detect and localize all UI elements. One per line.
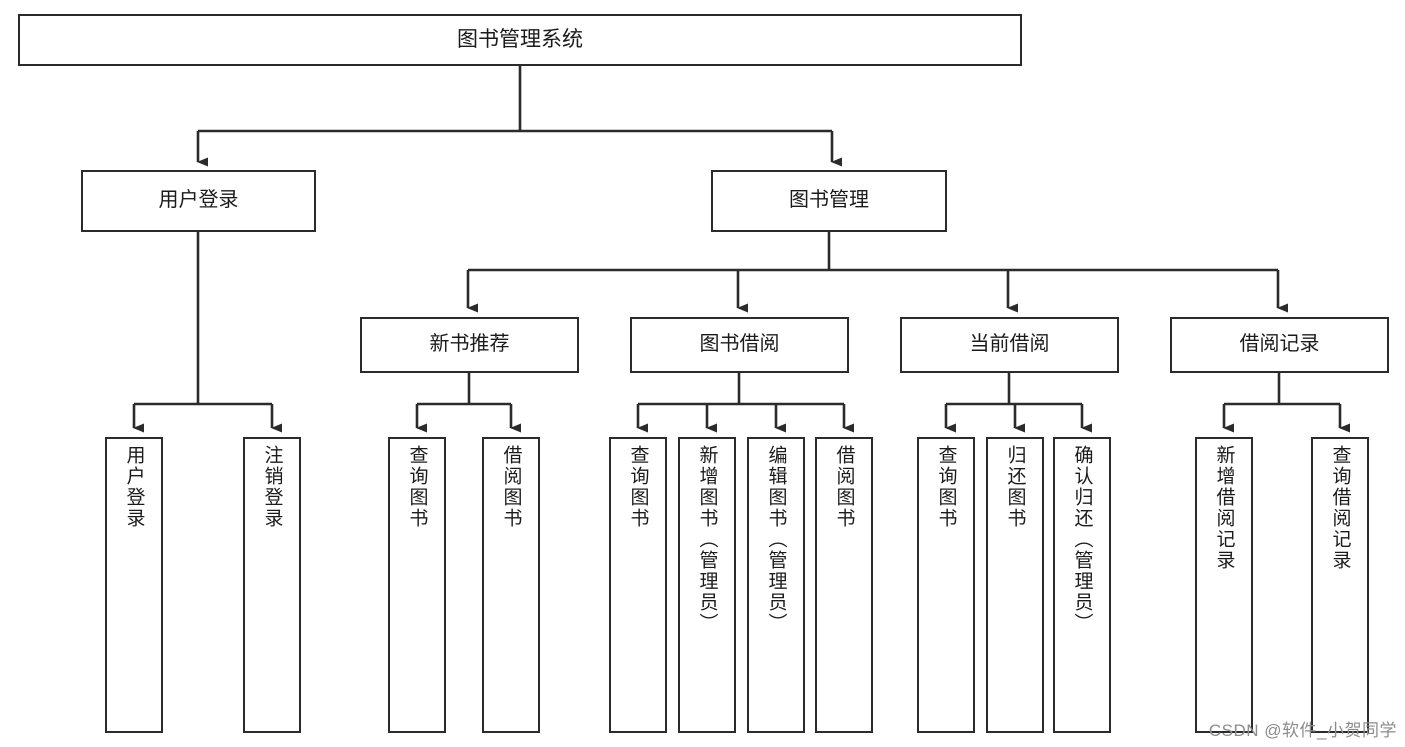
node-label: 借阅图书 [833, 445, 855, 529]
node-label: 查询图书 [935, 445, 957, 529]
node-label: 图书管理系统 [457, 27, 583, 51]
leaf-recommend-query-book[interactable]: 查询图书 [388, 437, 446, 733]
node-label: 查询借阅记录 [1329, 445, 1351, 571]
leaf-current-confirm-return-admin[interactable]: 确认归还（管理员） [1053, 437, 1111, 733]
node-label: 编辑图书（管理员） [765, 445, 787, 634]
watermark-text: CSDN @软件_小贺同学 [1208, 721, 1397, 740]
node-label: 当前借阅 [969, 333, 1050, 356]
leaf-borrow-add-book-admin[interactable]: 新增图书（管理员） [678, 437, 736, 733]
node-label: 用户登录 [158, 189, 239, 212]
node-label: 图书管理 [789, 189, 869, 212]
leaf-record-query-record[interactable]: 查询借阅记录 [1311, 437, 1369, 733]
leaf-current-return-book[interactable]: 归还图书 [986, 437, 1044, 733]
node-label: 确认归还（管理员） [1071, 445, 1093, 634]
leaf-borrow-edit-book-admin[interactable]: 编辑图书（管理员） [747, 437, 805, 733]
node-label: 图书借阅 [699, 333, 780, 356]
node-borrow-record[interactable]: 借阅记录 [1170, 317, 1389, 373]
leaf-record-add-record[interactable]: 新增借阅记录 [1195, 437, 1253, 733]
node-new-book-recommend[interactable]: 新书推荐 [360, 317, 579, 373]
node-label: 借阅图书 [500, 445, 522, 529]
leaf-user-login-logout[interactable]: 注销登录 [243, 437, 301, 733]
node-label: 借阅记录 [1239, 333, 1320, 356]
node-label: 查询图书 [406, 445, 428, 529]
leaf-recommend-borrow-book[interactable]: 借阅图书 [482, 437, 540, 733]
node-current-borrow[interactable]: 当前借阅 [900, 317, 1119, 373]
node-label: 查询图书 [627, 445, 649, 529]
node-label: 新增图书（管理员） [696, 445, 718, 634]
node-label: 新书推荐 [429, 333, 510, 356]
leaf-user-login-login[interactable]: 用户登录 [105, 437, 163, 733]
node-label: 用户登录 [123, 445, 145, 529]
leaf-borrow-query-book[interactable]: 查询图书 [609, 437, 667, 733]
node-label: 归还图书 [1004, 445, 1026, 529]
node-book-borrow[interactable]: 图书借阅 [630, 317, 849, 373]
leaf-borrow-borrow-book[interactable]: 借阅图书 [815, 437, 873, 733]
node-label: 新增借阅记录 [1213, 445, 1235, 571]
node-label: 注销登录 [261, 445, 283, 529]
leaf-current-query-book[interactable]: 查询图书 [917, 437, 975, 733]
node-book-management[interactable]: 图书管理 [711, 170, 947, 232]
node-user-login[interactable]: 用户登录 [81, 170, 316, 232]
node-root-system[interactable]: 图书管理系统 [18, 14, 1022, 66]
